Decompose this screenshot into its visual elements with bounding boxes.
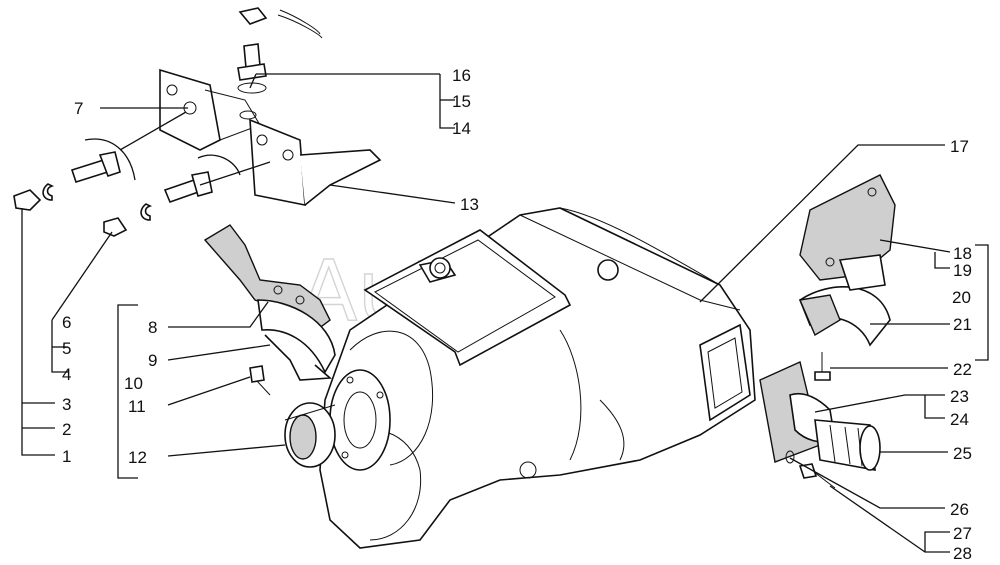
callout-26: 26 [950, 500, 969, 519]
callout-1: 1 [62, 447, 71, 466]
mounting-bracket-7 [159, 68, 261, 151]
support-bracket [203, 224, 336, 381]
callout-20: 20 [952, 288, 971, 307]
callout-14: 14 [452, 119, 471, 138]
callout-19: 19 [953, 261, 972, 280]
bolt-11 [249, 365, 271, 396]
leader-lines [21, 73, 989, 553]
spline-shaft [814, 419, 881, 471]
input-flange [329, 369, 391, 471]
callout-labels: 1 2 3 4 5 6 7 8 9 10 11 12 13 14 15 16 1… [62, 66, 972, 563]
callout-4: 4 [62, 365, 71, 384]
callout-18: 18 [953, 244, 972, 263]
bolt-22 [814, 352, 831, 381]
callout-28: 28 [953, 544, 972, 563]
callout-2: 2 [62, 420, 71, 439]
callout-8: 8 [148, 318, 157, 337]
callout-11: 11 [128, 397, 146, 416]
callout-22: 22 [953, 360, 972, 379]
callout-6: 6 [62, 313, 71, 332]
callout-15: 15 [452, 92, 471, 111]
callout-12: 12 [128, 448, 147, 467]
callout-21: 21 [953, 315, 972, 334]
callout-5: 5 [62, 339, 71, 358]
callout-7: 7 [74, 99, 83, 118]
fasteners-left [13, 151, 213, 237]
callout-25: 25 [953, 444, 972, 463]
bearing-ring [284, 402, 336, 468]
support-bracket-right [799, 174, 896, 347]
callout-3: 3 [62, 395, 71, 414]
callout-24: 24 [950, 410, 969, 429]
mounting-bracket-13 [249, 118, 382, 206]
callout-13: 13 [460, 195, 479, 214]
callout-23: 23 [950, 387, 969, 406]
callout-10: 10 [124, 374, 143, 393]
bolt-stack-14-16 [237, 7, 323, 120]
callout-27: 27 [953, 524, 972, 543]
callout-16: 16 [452, 66, 471, 85]
gearbox-housing [319, 207, 756, 549]
callout-9: 9 [148, 351, 157, 370]
washer-bolt-26-28 [785, 450, 836, 489]
callout-17: 17 [950, 137, 969, 156]
